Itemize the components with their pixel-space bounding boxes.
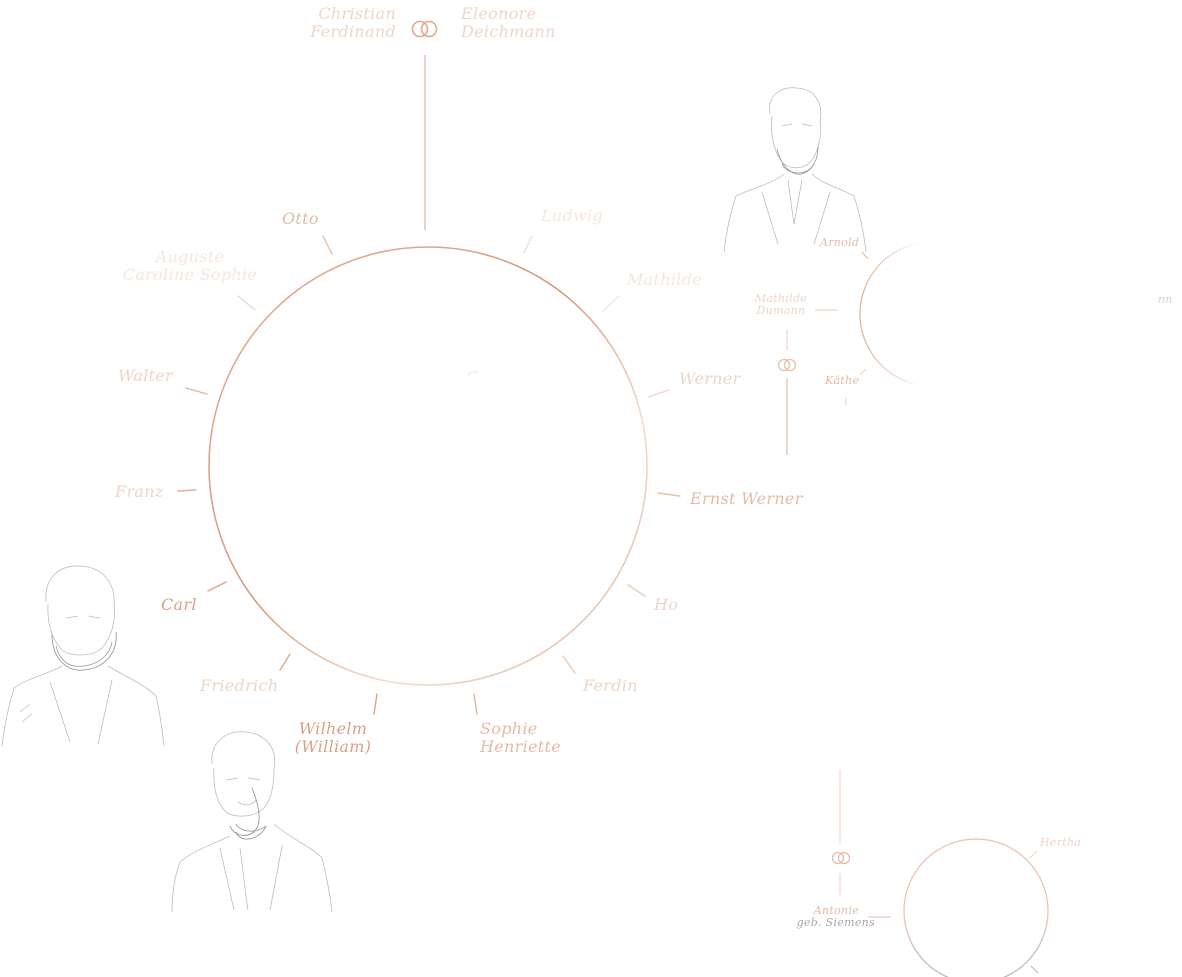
- wedding-rings-icon: [831, 851, 851, 865]
- truncated-label-right: nn: [1158, 293, 1173, 306]
- child-first-line: Auguste: [155, 247, 225, 266]
- child-auguste-caroline-sophie[interactable]: Auguste Caroline Sophie: [112, 248, 268, 283]
- child-hertha[interactable]: Hertha: [1040, 836, 1082, 849]
- spouse-second-line: geb. Siemens: [796, 916, 875, 930]
- child-second-line: Henriette: [480, 736, 561, 756]
- spouse-first-line: Antonie: [813, 904, 859, 917]
- father-name[interactable]: Christian Ferdinand: [296, 5, 396, 40]
- child-carl[interactable]: Carl: [161, 595, 197, 614]
- child-werner[interactable]: Werner: [679, 369, 741, 388]
- child-second-line: (William): [294, 736, 372, 756]
- father-first-name: Christian: [318, 4, 396, 23]
- portrait-wilhelm[interactable]: [170, 728, 335, 913]
- werner-child-kaethe[interactable]: Käthe: [825, 374, 860, 387]
- wedding-rings-icon: [411, 20, 438, 38]
- portrait-carl[interactable]: [0, 562, 165, 747]
- child-otto[interactable]: Otto: [282, 209, 319, 228]
- mother-first-name: Eleonore: [461, 4, 537, 23]
- wedding-rings-icon: [777, 358, 797, 372]
- child-ho[interactable]: Ho: [654, 595, 679, 614]
- spouse-second-line: Dumann: [756, 304, 806, 318]
- child-ferdin[interactable]: Ferdin: [583, 676, 638, 695]
- family-circle: [208, 246, 648, 686]
- child-franz[interactable]: Franz: [115, 482, 164, 501]
- spouse-antonie[interactable]: Antonie geb. Siemens: [780, 904, 875, 930]
- child-first-line: Wilhelm: [298, 719, 368, 738]
- father-second-name: Ferdinand: [310, 21, 396, 41]
- child-mathilde[interactable]: Mathilde: [627, 270, 703, 289]
- faint-mark: [467, 371, 479, 377]
- child-ernst-werner[interactable]: Ernst Werner: [690, 489, 803, 508]
- child-friedrich[interactable]: Friedrich: [200, 676, 279, 695]
- spouse-first-line: Mathilde: [754, 292, 808, 305]
- child-first-line: Sophie: [480, 719, 538, 738]
- child-walter[interactable]: Walter: [118, 366, 174, 385]
- child-ludwig[interactable]: Ludwig: [541, 206, 604, 225]
- mother-second-name: Deichmann: [461, 21, 556, 41]
- child-second-line: Caroline Sophie: [122, 264, 258, 284]
- portrait-arnold[interactable]: [722, 84, 867, 254]
- child-wilhelm-william[interactable]: Wilhelm (William): [278, 720, 388, 755]
- werner-child-arnold[interactable]: Arnold: [820, 236, 860, 249]
- child-sophie-henriette[interactable]: Sophie Henriette: [480, 720, 561, 755]
- mother-name[interactable]: Eleonore Deichmann: [461, 5, 556, 40]
- werner-spouse-mathilde-dumann[interactable]: Mathilde Dumann: [748, 292, 814, 318]
